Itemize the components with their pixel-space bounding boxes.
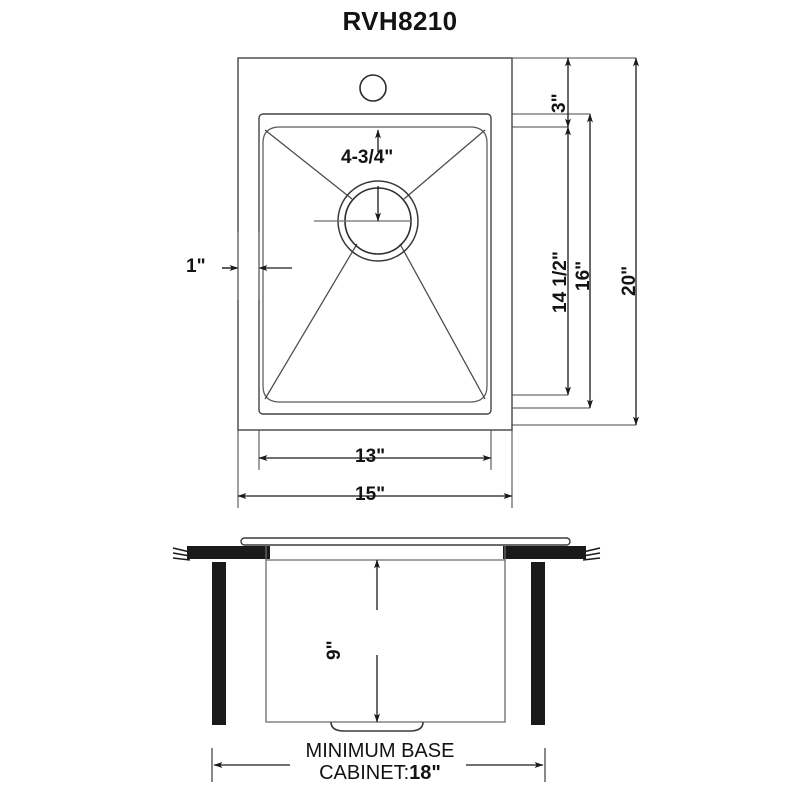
dimension-label-basin-height: 14 1/2" xyxy=(550,251,571,313)
dimension-rim-width xyxy=(222,232,292,300)
min-base-cabinet-note-prefix: CABINET: xyxy=(319,762,410,785)
dimension-label-overall-width: 15" xyxy=(355,484,386,505)
countertop-slab-right xyxy=(503,546,586,559)
dimension-label-basin-width: 13" xyxy=(355,446,386,467)
sink-body-outline xyxy=(265,546,506,723)
min-base-cabinet-note-value: 18" xyxy=(409,762,441,785)
sink-top-view-group xyxy=(237,57,513,431)
drain-boss xyxy=(330,721,424,732)
dimension-label-faucet-deck: 3" xyxy=(549,93,570,113)
min-base-cabinet-note: MINIMUM BASE CABINET:18" xyxy=(250,740,510,785)
min-base-cabinet-note-line1: MINIMUM BASE xyxy=(305,740,455,762)
dimension-label-overall-height: 20" xyxy=(619,265,640,296)
sink-rim xyxy=(240,537,571,546)
cabinet-wall-right xyxy=(531,562,545,725)
dimension-vertical-group xyxy=(512,57,636,426)
dimension-min-base-cabinet-18in xyxy=(211,748,546,782)
faucet-hole-icon xyxy=(359,74,387,102)
sink-cross-section-group xyxy=(172,537,601,782)
basin-slope-creases xyxy=(264,129,486,400)
dimension-label-rim-height: 16" xyxy=(573,260,594,291)
basin-inner-wall xyxy=(262,126,488,403)
page-title: RVH8210 xyxy=(342,6,458,36)
dimension-label-rim-width: 1" xyxy=(186,256,206,277)
break-mark-left xyxy=(172,547,191,561)
countertop-slab-left xyxy=(187,546,270,559)
break-mark-right xyxy=(582,547,601,561)
dimension-label-drain-offset: 4-3/4" xyxy=(341,147,394,168)
cabinet-wall-left xyxy=(212,562,226,725)
dimension-label-bowl-depth: 9" xyxy=(324,640,345,660)
